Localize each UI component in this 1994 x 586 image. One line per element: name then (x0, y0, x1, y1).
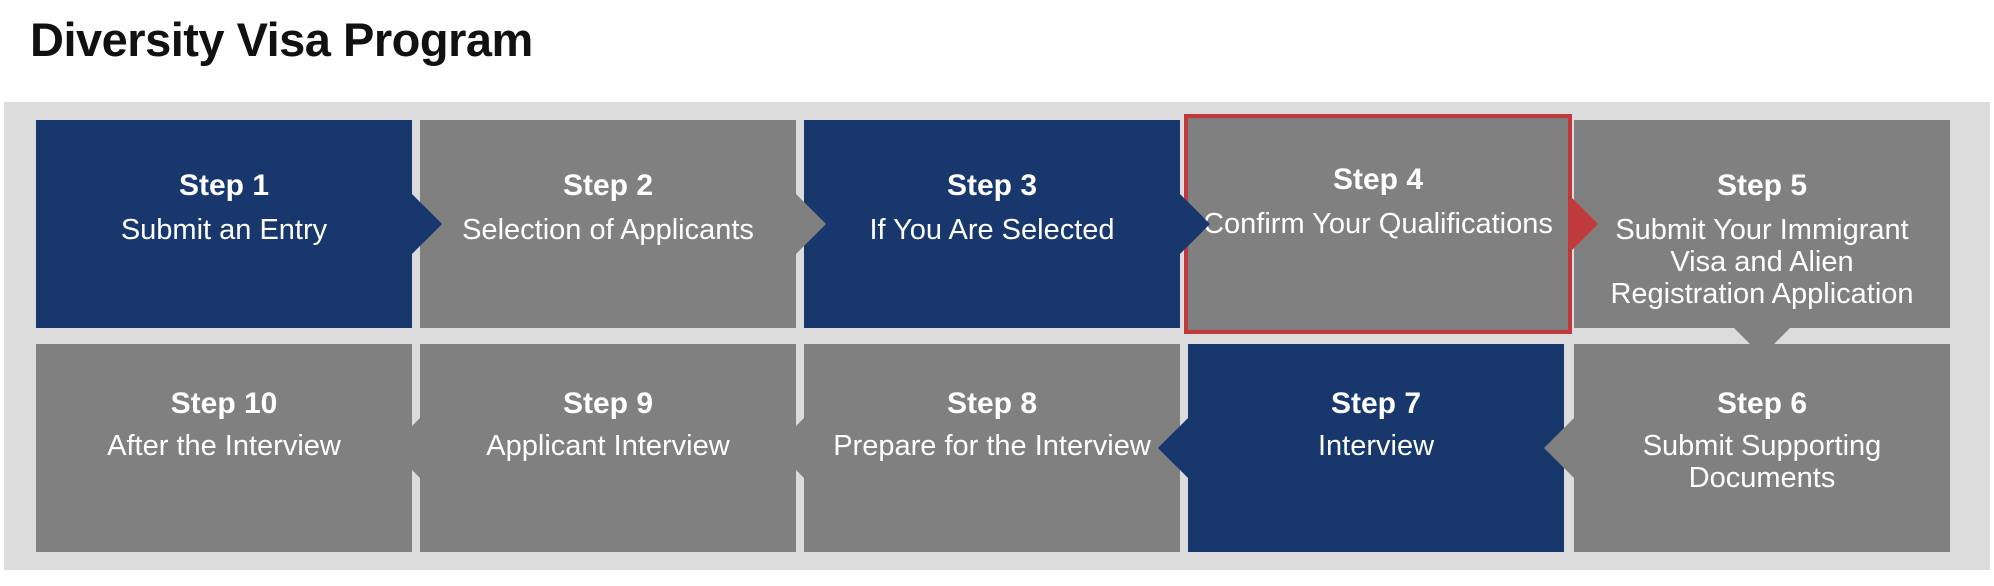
arrow-right-icon (1568, 194, 1598, 254)
step-10-tile[interactable]: Step 10 After the Interview (36, 344, 412, 552)
step-8-tile[interactable]: Step 8 Prepare for the Interview (804, 344, 1180, 552)
step-description: Submit Supporting Documents (1642, 430, 1882, 494)
step-description: Submit Your Immigrant Visa and Alien Reg… (1610, 214, 1914, 310)
step-description: Interview (1317, 430, 1435, 462)
steps-panel: Step 1 Submit an Entry Step 2 Selection … (4, 102, 1990, 570)
step-label: Step 2 (562, 169, 654, 202)
step-label: Step 1 (178, 169, 270, 202)
step-label: Step 10 (170, 387, 278, 420)
step-7-tile[interactable]: Step 7 Interview (1188, 344, 1564, 552)
arrow-left-icon (1544, 418, 1574, 478)
step-description: If You Are Selected (869, 214, 1115, 246)
step-description: Submit an Entry (120, 214, 328, 246)
arrow-left-icon (774, 418, 804, 478)
step-description: Prepare for the Interview (833, 430, 1151, 462)
step-label: Step 5 (1716, 169, 1808, 202)
page-title: Diversity Visa Program (30, 13, 533, 66)
step-2-tile[interactable]: Step 2 Selection of Applicants (420, 120, 796, 328)
arrow-left-icon (1158, 418, 1188, 478)
arrow-right-icon (412, 194, 442, 254)
step-label: Step 3 (946, 169, 1038, 202)
step-label: Step 8 (946, 387, 1038, 420)
step-label: Step 6 (1716, 387, 1808, 420)
arrow-down-icon (1732, 326, 1792, 356)
arrow-right-icon (796, 194, 826, 254)
step-6-tile[interactable]: Step 6 Submit Supporting Documents (1574, 344, 1950, 552)
step-4-tile[interactable]: Step 4 Confirm Your Qualifications (1184, 114, 1572, 334)
step-label: Step 9 (562, 387, 654, 420)
step-description: After the Interview (107, 430, 341, 462)
step-label: Step 4 (1332, 163, 1424, 196)
step-5-tile[interactable]: Step 5 Submit Your Immigrant Visa and Al… (1574, 120, 1950, 328)
arrow-right-icon (1180, 194, 1210, 254)
step-description: Applicant Interview (486, 430, 730, 462)
step-1-tile[interactable]: Step 1 Submit an Entry (36, 120, 412, 328)
step-description: Selection of Applicants (462, 214, 754, 246)
step-label: Step 7 (1330, 387, 1422, 420)
step-3-tile[interactable]: Step 3 If You Are Selected (804, 120, 1180, 328)
step-9-tile[interactable]: Step 9 Applicant Interview (420, 344, 796, 552)
arrow-left-icon (390, 418, 420, 478)
step-description: Confirm Your Qualifications (1203, 208, 1553, 240)
